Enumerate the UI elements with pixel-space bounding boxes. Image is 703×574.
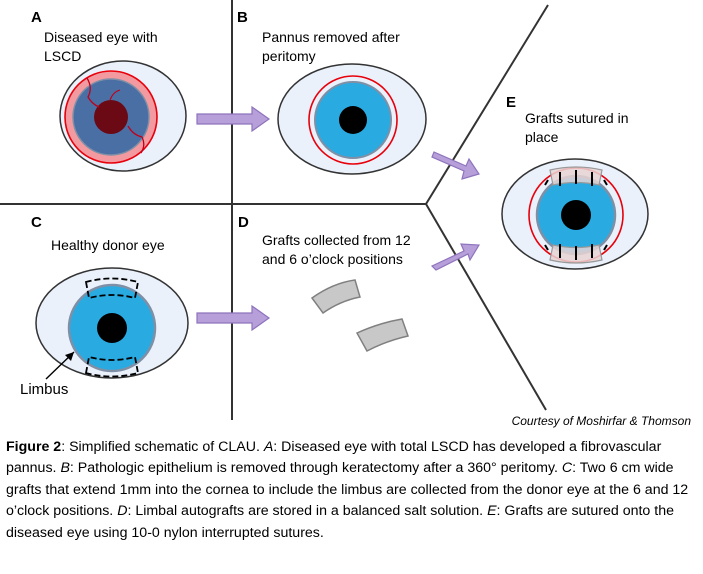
limbus-label: Limbus bbox=[20, 381, 69, 398]
caption-a-letter: A bbox=[263, 439, 274, 455]
arrow-a-to-b bbox=[196, 105, 271, 133]
schematic-svg bbox=[0, 0, 649, 420]
panel-e-caption: Grafts sutured in place bbox=[525, 109, 629, 147]
panel-e-line2: place bbox=[525, 129, 559, 145]
pupil bbox=[97, 313, 127, 343]
panel-label-d: D bbox=[238, 214, 249, 231]
suture bbox=[603, 244, 608, 251]
panel-b-line1: Pannus removed after bbox=[262, 29, 400, 45]
panel-e-line1: Grafts sutured in bbox=[525, 110, 629, 126]
donor-eye-c bbox=[35, 267, 189, 380]
panel-d-line1: Grafts collected from 12 bbox=[262, 232, 411, 248]
panel-a-line2: LSCD bbox=[44, 48, 82, 64]
vessel bbox=[86, 77, 100, 108]
caption-c-letter: C bbox=[561, 460, 573, 477]
figure-caption: Figure 2: Simplified schematic of CLAU. … bbox=[6, 437, 696, 544]
peritomy-eye-b bbox=[277, 63, 427, 175]
caption-b-text: : Pathologic epithelium is removed throu… bbox=[69, 460, 562, 477]
panel-label-c: C bbox=[31, 214, 42, 231]
caption-d-text: : Limbal autografts are stored in a bala… bbox=[127, 503, 488, 520]
panel-dividers bbox=[0, 0, 549, 420]
panel-label-a: A bbox=[31, 9, 42, 26]
clau-schematic: A Diseased eye with LSCD B Pannus remove… bbox=[0, 0, 691, 428]
arrow-b-to-e bbox=[431, 151, 480, 180]
vessel bbox=[109, 89, 121, 101]
arrow-c-to-d bbox=[196, 304, 271, 332]
suture bbox=[544, 179, 549, 186]
collected-grafts-d bbox=[310, 279, 409, 353]
panel-c-caption: Healthy donor eye bbox=[51, 236, 165, 255]
vessel bbox=[127, 125, 145, 154]
caption-b-letter: B bbox=[60, 460, 70, 477]
pupil bbox=[561, 200, 591, 230]
panel-b-line2: peritomy bbox=[262, 48, 316, 64]
graft-piece bbox=[310, 279, 361, 315]
caption-d-letter: D bbox=[117, 503, 128, 520]
panel-label-b: B bbox=[237, 9, 248, 26]
panel-a-line1: Diseased eye with bbox=[44, 29, 158, 45]
arrow-d-to-e bbox=[430, 243, 481, 271]
lower-diagonal-divider bbox=[425, 203, 547, 411]
panel-b-caption: Pannus removed after peritomy bbox=[262, 28, 400, 66]
caption-e-text: : Grafts are sutured onto the diseased e… bbox=[6, 503, 674, 541]
suture bbox=[603, 179, 608, 186]
upper-diagonal-divider bbox=[425, 4, 549, 205]
panel-c-line1: Healthy donor eye bbox=[51, 237, 165, 253]
suture bbox=[544, 244, 549, 251]
caption-figure-label: Figure 2 bbox=[6, 439, 62, 455]
panel-d-caption: Grafts collected from 12 and 6 o’clock p… bbox=[262, 231, 411, 269]
panel-d-line2: and 6 o’clock positions bbox=[262, 251, 403, 267]
limbus-ring bbox=[64, 70, 158, 164]
courtesy-credit: Courtesy of Moshirfar & Thomson bbox=[511, 414, 691, 428]
diseased-eye-a bbox=[59, 60, 187, 172]
limbus-pointer-head bbox=[65, 352, 74, 361]
pupil bbox=[339, 106, 367, 134]
panel-label-e: E bbox=[506, 94, 517, 111]
caption-c-text: : Two 6 cm wide grafts that extend 1mm i… bbox=[6, 460, 689, 520]
clouded-pupil bbox=[94, 100, 128, 134]
panel-a-caption: Diseased eye with LSCD bbox=[44, 28, 158, 66]
sutures-top bbox=[544, 170, 608, 186]
caption-a-text: : Diseased eye with total LSCD has devel… bbox=[6, 439, 662, 477]
limbus-ring bbox=[308, 75, 398, 165]
sutures-bottom bbox=[544, 244, 608, 260]
process-arrows bbox=[196, 105, 481, 332]
sutured-eye-e bbox=[501, 158, 649, 270]
caption-intro: : Simplified schematic of CLAU. bbox=[61, 439, 264, 455]
caption-e-letter: E bbox=[487, 503, 497, 520]
graft-piece bbox=[355, 318, 409, 353]
